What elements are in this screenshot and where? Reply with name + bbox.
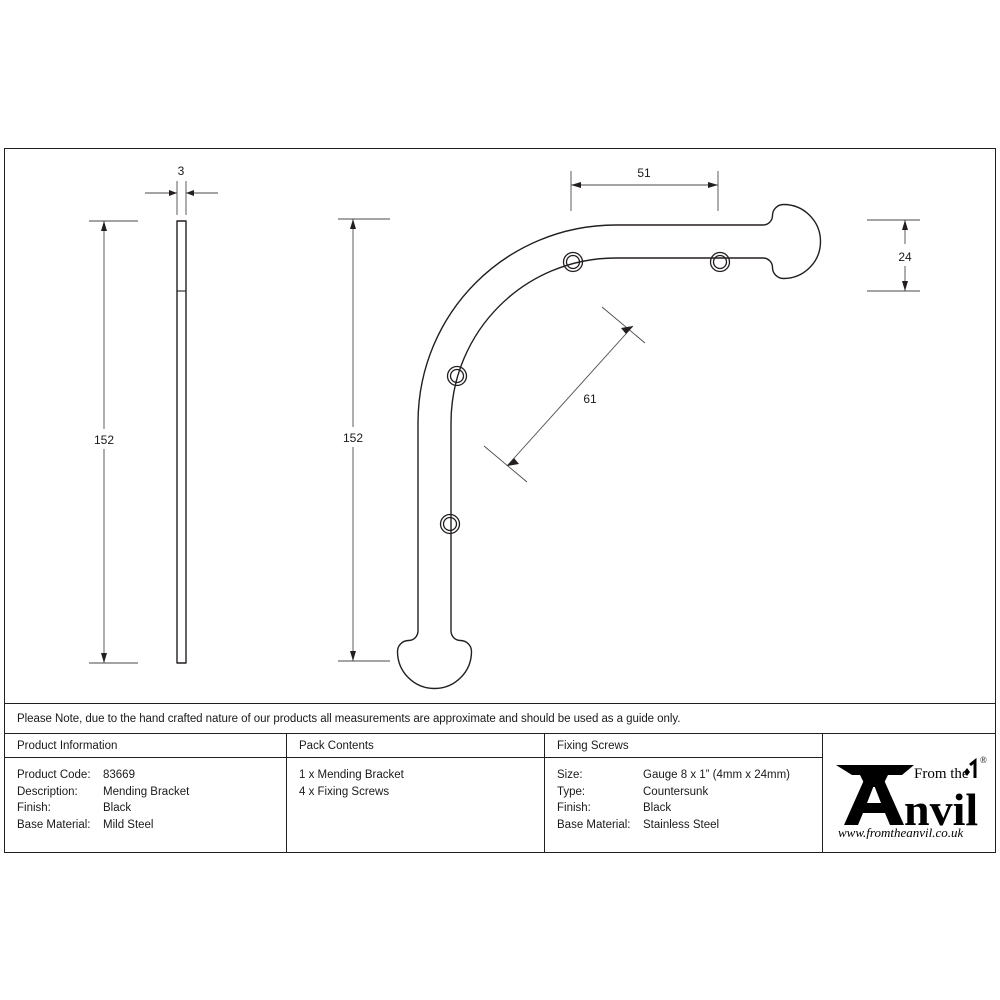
side-view-bar	[176, 220, 187, 664]
disclaimer-note-row: Please Note, due to the hand crafted nat…	[5, 703, 995, 733]
row-value: Mild Steel	[103, 818, 154, 831]
row-value: Gauge 8 x 1” (4mm x 24mm)	[643, 769, 790, 781]
row-label: Type:	[557, 785, 586, 798]
row-value: Countersunk	[643, 785, 709, 798]
front-view-height-dimension: 152	[338, 218, 390, 662]
screw-hole-vertical-upper	[446, 365, 468, 387]
technical-drawing-area: 3 152	[5, 149, 995, 703]
table-row: Product Code: 83669	[17, 767, 286, 784]
radius-ext-line-upper	[601, 306, 646, 344]
column-header-product-information: Product Information	[5, 734, 286, 758]
column-body-pack-contents: 1 x Mending Bracket 4 x Fixing Screws	[287, 758, 544, 800]
row-label: Finish:	[17, 802, 51, 814]
height-arrow-bottom	[350, 651, 356, 661]
row-value: Mending Bracket	[103, 785, 190, 798]
registered-mark: ®	[980, 755, 987, 765]
table-row: Description: Mending Bracket	[17, 784, 286, 801]
sidelen-arrow-bottom	[101, 653, 107, 663]
product-info-table: Product Information Product Code: 83669 …	[5, 733, 995, 852]
list-item: 1 x Mending Bracket	[299, 769, 404, 781]
arm-width-dimension: 24	[867, 219, 920, 292]
dim-label-arm-width: 24	[898, 250, 912, 264]
side-view-group: 3 152	[89, 164, 218, 664]
logo-url-text: www.fromtheanvil.co.uk	[838, 825, 964, 839]
row-label: Size:	[557, 769, 583, 781]
height-arrow-top	[350, 219, 356, 229]
letter-a	[844, 771, 904, 825]
row-value: Black	[643, 802, 672, 814]
technical-drawing-svg: 3 152	[89, 164, 920, 690]
table-row: Base Material: Mild Steel	[17, 817, 286, 834]
table-row: Finish: Black	[17, 800, 286, 817]
screw-hole-outer-ring	[446, 365, 468, 387]
armwidth-arrow-bottom	[902, 281, 908, 291]
disclaimer-note-text: Please Note, due to the hand crafted nat…	[17, 712, 681, 725]
table-row: Type: Countersunk	[557, 784, 822, 801]
screw-holes	[439, 251, 731, 535]
row-label: Product Code:	[17, 769, 91, 781]
logo-top-text: From the	[914, 766, 969, 782]
spacing-arrow-left	[571, 182, 581, 188]
radius-dim-line	[506, 325, 634, 467]
row-label: Finish:	[557, 802, 591, 814]
screw-hole-outer-ring	[439, 513, 461, 535]
screw-hole-inner-ring	[442, 516, 458, 532]
screw-hole-outer-ring	[562, 251, 584, 273]
side-view-length-dimension: 152	[89, 220, 138, 664]
column-header-fixing-screws: Fixing Screws	[545, 734, 822, 758]
screw-hole-top-outer	[709, 251, 731, 273]
screw-hole-outer-ring	[709, 251, 731, 273]
row-label: Base Material:	[17, 818, 91, 831]
column-brand-logo: nvil From the ® www.fromtheanvil.co.uk	[822, 734, 995, 852]
column-fixing-screws: Fixing Screws Size: Gauge 8 x 1” (4mm x …	[544, 734, 822, 852]
bracket-outline-final	[396, 203, 822, 690]
screw-hole-top-inner	[562, 251, 584, 273]
radius-ext-line-lower	[483, 445, 528, 483]
column-body-fixing-screws: Size: Gauge 8 x 1” (4mm x 24mm) Type: Co…	[545, 758, 822, 833]
drawing-sheet: 3 152	[4, 148, 996, 853]
hole-spacing-dimension: 51	[570, 166, 719, 211]
armwidth-arrow-top	[902, 220, 908, 230]
from-the-anvil-logo: nvil From the ® www.fromtheanvil.co.uk	[836, 755, 987, 839]
screw-hole-inner-ring	[449, 368, 465, 384]
diamond-icon	[964, 768, 970, 776]
row-value: 83669	[103, 769, 135, 781]
front-view-group: 152 51	[338, 166, 920, 690]
column-pack-contents: Pack Contents 1 x Mending Bracket 4 x Fi…	[286, 734, 544, 852]
corner-radius-dimension: 61	[483, 306, 646, 483]
radius-arrow-upper	[621, 326, 633, 334]
logo-main-text: nvil	[904, 784, 978, 835]
dim-label-front-height: 152	[343, 431, 363, 445]
screw-hole-vertical-lower	[439, 513, 461, 535]
row-label: Description:	[17, 785, 78, 798]
row-value: Stainless Steel	[643, 818, 720, 831]
dim-label-hole-spacing: 51	[637, 166, 651, 180]
screw-hole-inner-ring	[712, 254, 728, 270]
column-header-pack-contents: Pack Contents	[287, 734, 544, 758]
side-view-thickness-dimension: 3	[145, 164, 218, 215]
thickness-arrow-right	[186, 190, 194, 196]
spacing-arrow-right	[708, 182, 718, 188]
radius-arrow-lower	[507, 458, 519, 466]
thickness-arrow-left	[169, 190, 177, 196]
column-body-product-information: Product Code: 83669 Description: Mending…	[5, 758, 286, 833]
table-row: Finish: Black	[557, 800, 822, 817]
dim-label-thickness: 3	[178, 164, 185, 178]
screw-hole-inner-ring	[565, 254, 581, 270]
dim-label-corner-radius: 61	[583, 392, 597, 406]
table-row: Size: Gauge 8 x 1” (4mm x 24mm)	[557, 767, 822, 784]
sidelen-arrow-top	[101, 221, 107, 231]
logo-one-mark	[969, 757, 977, 778]
column-product-information: Product Information Product Code: 83669 …	[5, 734, 286, 852]
dim-label-side-length: 152	[94, 433, 114, 447]
row-value: Black	[103, 802, 132, 814]
list-item: 4 x Fixing Screws	[299, 785, 390, 798]
table-row: Base Material: Stainless Steel	[557, 817, 822, 834]
row-label: Base Material:	[557, 818, 631, 831]
